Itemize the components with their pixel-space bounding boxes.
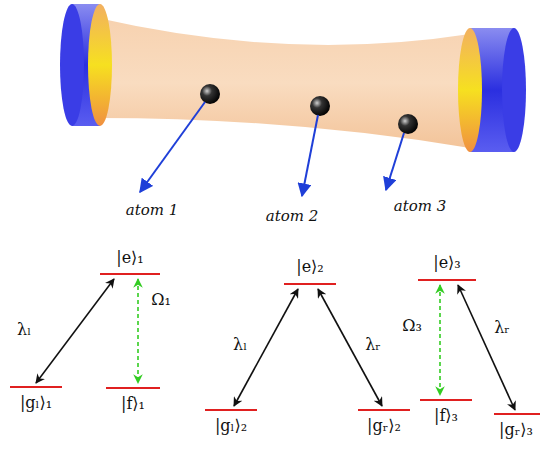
right-mirror — [458, 28, 526, 152]
atom-label: atom 2 — [266, 208, 319, 225]
cavity-beam — [98, 18, 470, 148]
state-label: |gₗ⟩₁ — [20, 394, 52, 412]
energy-level — [10, 274, 540, 414]
field-label: λₗ — [233, 336, 247, 354]
field-label: Ω₃ — [402, 317, 422, 335]
field-label: Ω₁ — [151, 291, 171, 309]
state-label: |e⟩₂ — [296, 258, 324, 276]
atom-sphere — [398, 114, 418, 134]
state-label: |gᵣ⟩₂ — [367, 417, 401, 435]
left-mirror — [60, 4, 112, 126]
state-label: |e⟩₁ — [116, 249, 144, 267]
coupling-arrow — [138, 279, 440, 395]
state-label: |f⟩₃ — [434, 407, 458, 425]
state-label: |gₗ⟩₂ — [215, 417, 247, 435]
transition-arrow — [36, 279, 515, 410]
atom-sphere — [200, 84, 220, 104]
state-label: |e⟩₃ — [433, 254, 461, 272]
state-label: |gᵣ⟩₃ — [499, 421, 533, 439]
field-label: λᵣ — [494, 319, 510, 337]
field-label: λₗ — [17, 321, 31, 339]
field-label: λᵣ — [365, 336, 381, 354]
atom-label: atom 1 — [126, 202, 179, 219]
atom-sphere — [310, 96, 330, 116]
pointer-arrow — [140, 102, 404, 196]
atom-label: atom 3 — [394, 198, 447, 215]
state-label: |f⟩₁ — [121, 395, 145, 413]
